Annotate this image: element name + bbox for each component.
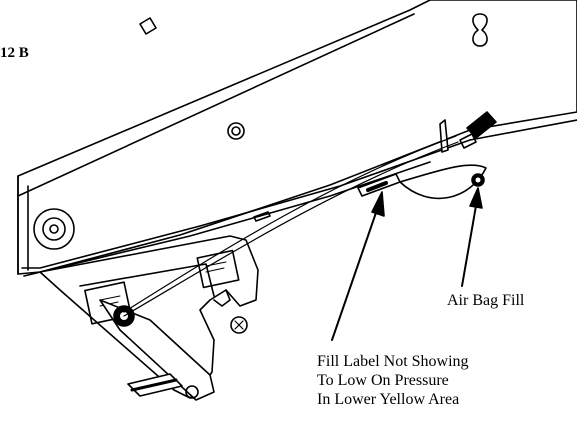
pivot-hub-inner — [42, 217, 66, 241]
decal-right — [196, 249, 240, 289]
arrow-air-bag-fill — [461, 199, 478, 287]
pivot-hub-center — [49, 224, 59, 234]
callout-fill-line-1: Fill Label Not Showing — [317, 353, 469, 370]
decal-left — [84, 281, 132, 325]
arrowhead-fill-label — [371, 191, 385, 217]
beam-top-edge — [17, 13, 415, 197]
cable — [123, 141, 459, 317]
callout-fill-line-2: To Low On Pressure — [317, 372, 449, 389]
figure-label: 12 B — [0, 45, 29, 61]
valve-stem — [459, 133, 477, 149]
pivot-hub-outer — [33, 208, 75, 250]
air-bag — [399, 164, 487, 200]
callout-air-bag-fill: Air Bag Fill — [447, 292, 525, 309]
callout-fill-line-3: In Lower Yellow Area — [317, 391, 460, 408]
right-bracket — [439, 119, 449, 153]
center-bolt-inner — [231, 126, 241, 136]
arrow-fill-label — [331, 203, 380, 341]
main-beam — [17, 0, 577, 275]
cable-2 — [123, 135, 457, 313]
lower-housing — [39, 235, 259, 399]
top-fitting — [139, 17, 157, 35]
chain-link-icon — [472, 13, 488, 47]
pedal-pivot — [185, 385, 199, 399]
housing-bolt — [230, 316, 248, 334]
beam-inner-edge — [21, 119, 577, 269]
beam-lower-edge — [23, 161, 431, 277]
slot-mark — [253, 211, 271, 222]
center-bolt — [227, 122, 245, 140]
callout-fill-label: Fill Label Not Showing To Low On Pressur… — [317, 352, 469, 409]
arrowhead-air-bag-fill — [469, 187, 483, 209]
